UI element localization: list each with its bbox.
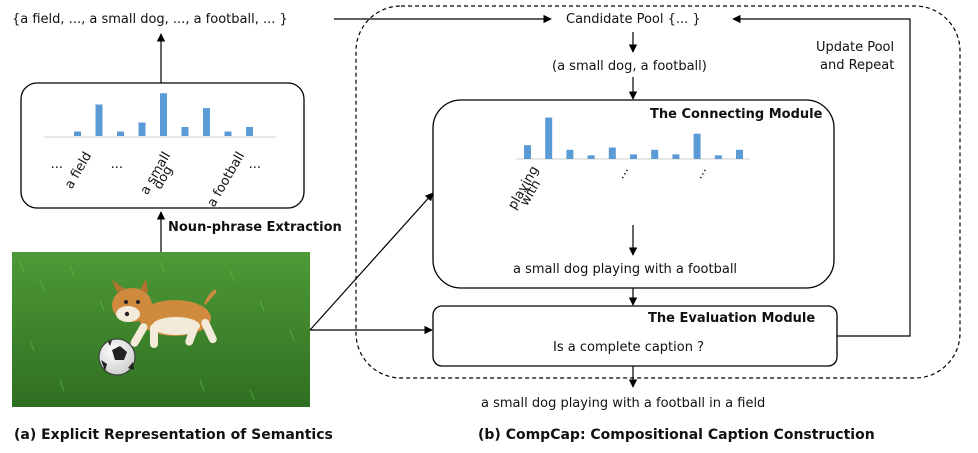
extraction-label: Noun-phrase Extraction xyxy=(168,220,342,235)
noun-phrase-set: {a field, ..., a small dog, ..., a footb… xyxy=(12,12,288,27)
left-histogram-bar-0 xyxy=(74,131,81,136)
connecting-output: a small dog playing with a football xyxy=(513,262,738,277)
flow-arrows xyxy=(156,14,911,388)
update-pool-label: Update Pool xyxy=(816,40,895,55)
candidate-pair: (a small dog, a football) xyxy=(552,59,707,74)
left-histogram-bar-4 xyxy=(160,93,167,136)
right-caption: (b) CompCap: Compositional Caption Const… xyxy=(478,427,875,443)
connecting-histogram-bar-10 xyxy=(736,149,743,159)
connecting-module-box xyxy=(432,99,835,289)
connecting-histogram-bar-4 xyxy=(608,147,616,159)
connecting-histogram-bar-0 xyxy=(524,145,531,159)
final-caption: a small dog playing with a football in a… xyxy=(481,396,766,411)
left-hist-label-6: ... xyxy=(248,157,261,172)
evaluation-module-title: The Evaluation Module xyxy=(648,311,816,326)
connecting-histogram-bars xyxy=(524,117,743,159)
connecting-histogram-bar-7 xyxy=(672,154,680,159)
candidate-pool: Candidate Pool {... } xyxy=(566,12,701,27)
puppy-photo xyxy=(12,252,310,407)
left-hist-label-0: ... xyxy=(50,157,63,172)
left-histogram-bar-1 xyxy=(95,104,103,136)
connecting-histogram-bar-1 xyxy=(545,117,553,159)
connecting-histogram-bar-3 xyxy=(587,155,595,159)
left-histogram-bars xyxy=(74,93,253,136)
evaluation-question: Is a complete caption ? xyxy=(553,340,704,355)
left-histogram-bar-5 xyxy=(181,127,189,136)
connecting-histogram-bar-8 xyxy=(693,133,701,159)
connecting-histogram-bar-5 xyxy=(630,154,637,159)
left-histogram-bar-6 xyxy=(203,108,210,136)
repeat-label: and Repeat xyxy=(820,58,895,73)
connecting-histogram-bar-2 xyxy=(566,149,574,159)
compcap-dashed-frame xyxy=(355,5,961,379)
left-histogram-bar-2 xyxy=(117,131,124,136)
left-histogram-box xyxy=(20,82,305,209)
left-caption: (a) Explicit Representation of Semantics xyxy=(14,427,333,443)
connecting-histogram-bar-9 xyxy=(714,155,722,159)
connecting-module-title: The Connecting Module xyxy=(650,107,823,122)
left-hist-label-2: ... xyxy=(110,157,123,172)
connecting-histogram-bar-6 xyxy=(651,149,659,159)
left-histogram-bar-3 xyxy=(138,122,146,136)
left-histogram-bar-8 xyxy=(246,127,253,136)
left-histogram-bar-7 xyxy=(224,131,232,136)
